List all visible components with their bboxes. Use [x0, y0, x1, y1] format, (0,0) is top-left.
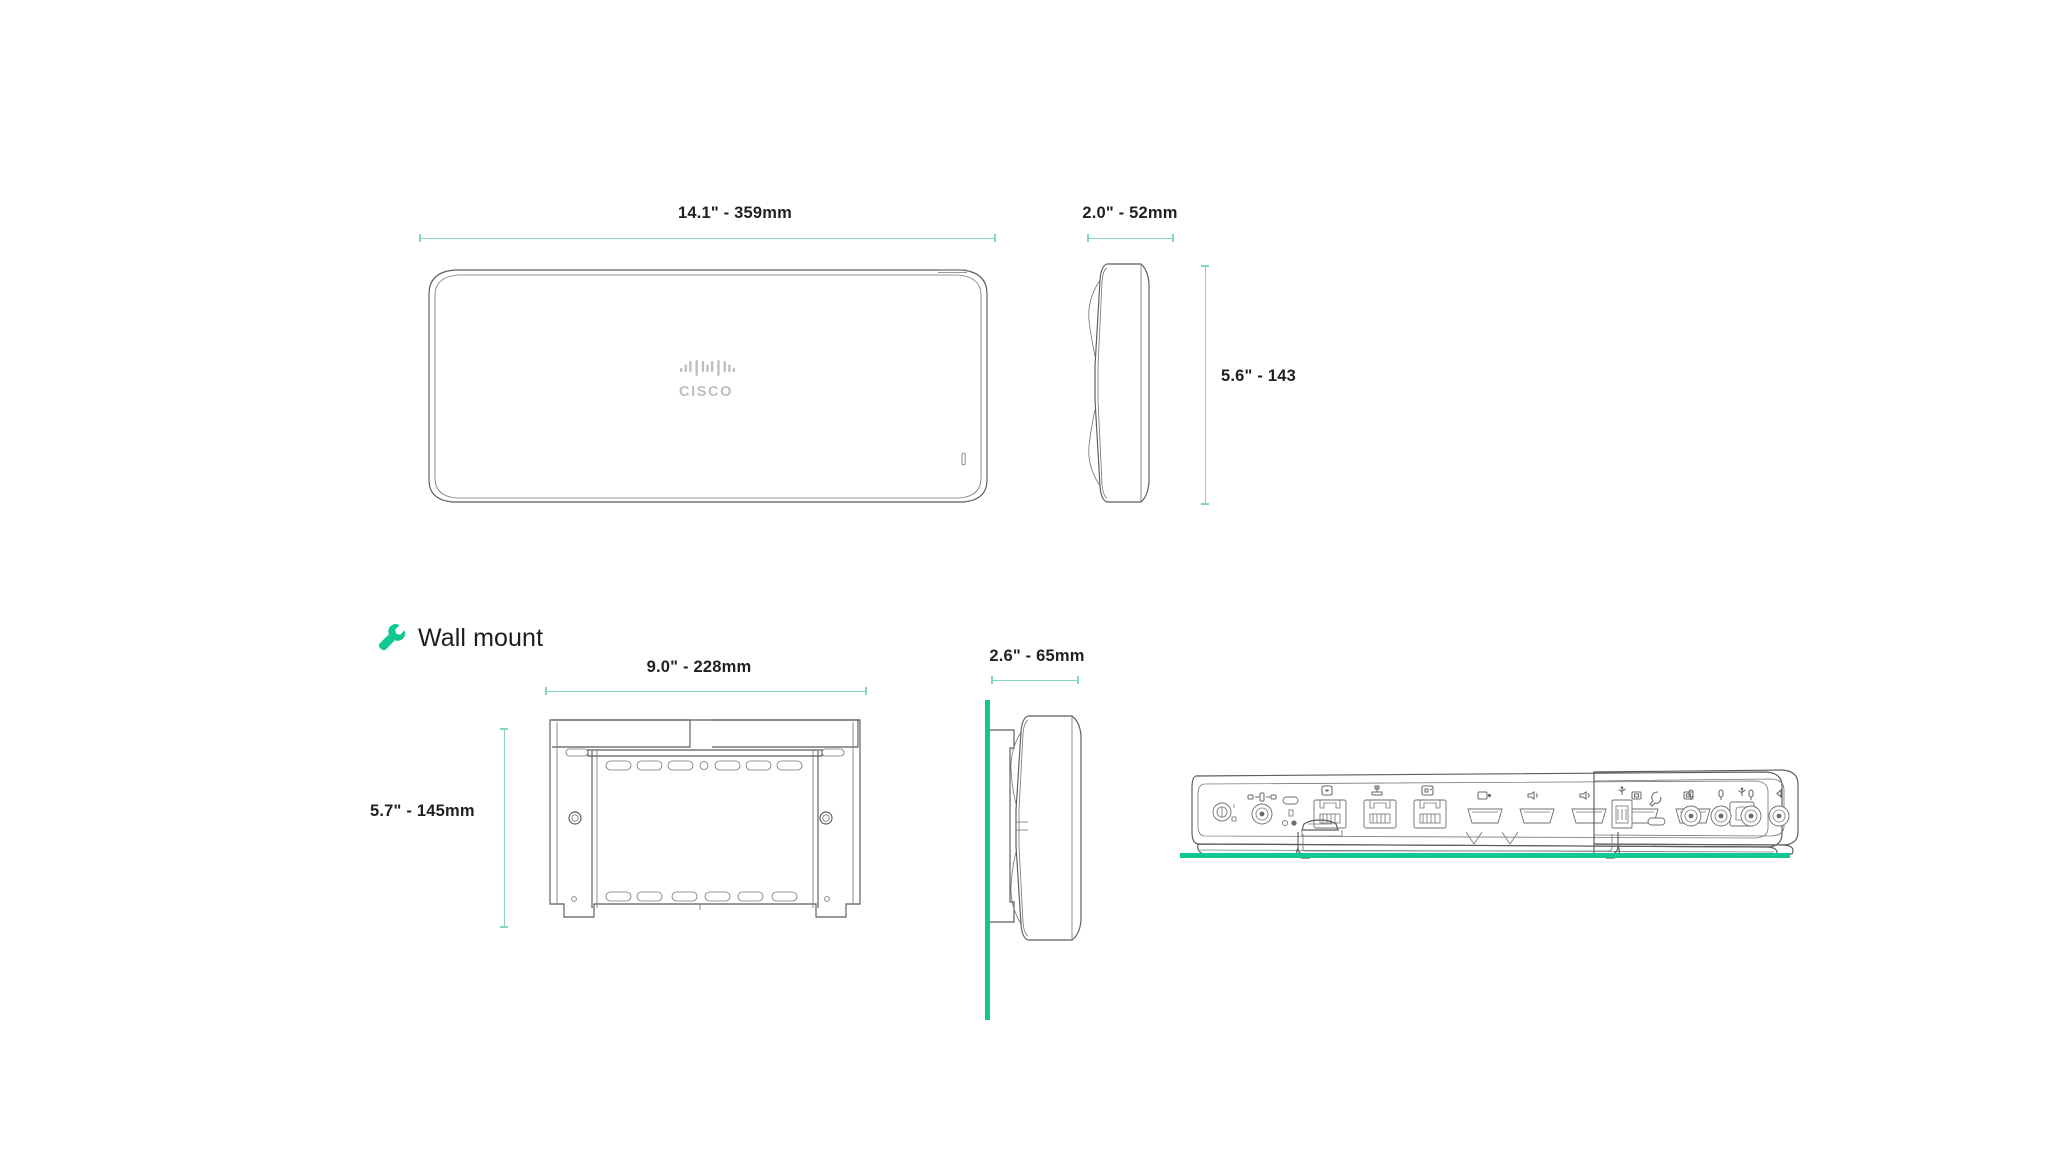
- wall-mount-side-view: [988, 700, 1098, 980]
- wall-mount-title: Wall mount: [418, 623, 544, 652]
- table-surface-line: [1180, 853, 1790, 858]
- front-width-dimension-label: 14.1" - 359mm: [677, 204, 793, 222]
- mic-in-1: [1680, 789, 1702, 827]
- io-connector-panel-right-segment: [1593, 762, 1814, 882]
- dimension-cap-left: [545, 687, 547, 695]
- dimension-bar: [503, 728, 506, 928]
- dimension-cap-bottom: [500, 926, 508, 928]
- side-height-dimension-label: 5.6" - 143: [1221, 367, 1296, 385]
- dimension-cap-right: [865, 687, 867, 695]
- wallmount-depth-dimension-line: [991, 676, 1079, 684]
- hdmi-in-1: [1467, 791, 1503, 824]
- service-port: [1647, 791, 1666, 826]
- bracket-width-dimension-label: 9.0" - 228mm: [646, 658, 752, 676]
- wallmount-depth-dimension-label: 2.6" - 65mm: [989, 647, 1085, 665]
- dc-power-jack-port: [1247, 792, 1277, 825]
- dimension-bar: [419, 237, 996, 240]
- hdmi-in-2: [1519, 791, 1555, 824]
- side-view: [1082, 258, 1182, 508]
- hdmi-in-3: [1571, 791, 1607, 824]
- power-switch-port: [1212, 802, 1237, 822]
- dimension-bar: [1087, 237, 1174, 240]
- dimension-cap-right: [1077, 676, 1079, 684]
- dimension-cap-bottom: [1201, 503, 1209, 505]
- table-stand-view: [1290, 814, 1630, 880]
- dimension-bar: [1204, 265, 1207, 505]
- lan-port-2: [1363, 785, 1397, 829]
- dimension-cap-left: [991, 676, 993, 684]
- dimension-cap-top: [1201, 265, 1209, 267]
- line-out-port: [1768, 788, 1790, 827]
- wrench-icon: [378, 623, 406, 653]
- front-view: CISCO: [415, 258, 1001, 508]
- wall-mount-bracket-view: [540, 712, 870, 932]
- mic-in-2: [1710, 789, 1732, 827]
- usb-a-port: [1611, 786, 1633, 829]
- front-width-dimension-line: [419, 234, 996, 242]
- kensington-lock-port: [1281, 796, 1299, 827]
- side-height-dimension-line: [1201, 265, 1209, 505]
- bracket-height-dimension-line: [500, 728, 508, 928]
- wall-mount-section-heading: Wall mount: [378, 623, 543, 653]
- dimension-cap-left: [1087, 234, 1089, 242]
- bracket-height-dimension-label: 5.7" - 145mm: [370, 802, 475, 820]
- lan-port-3: [1413, 785, 1447, 829]
- dimension-cap-top: [500, 728, 508, 730]
- dimension-bar: [545, 690, 867, 693]
- status-light-indicator: [961, 452, 966, 466]
- wall-surface-line: [985, 700, 990, 1020]
- side-depth-dimension-line: [1087, 234, 1174, 242]
- bracket-mount-hole-right: [819, 811, 833, 825]
- dimension-cap-right: [994, 234, 996, 242]
- cisco-wordmark: CISCO: [679, 384, 733, 400]
- mic-in-3: [1740, 789, 1762, 827]
- dimension-cap-left: [419, 234, 421, 242]
- dimension-cap-right: [1172, 234, 1174, 242]
- side-depth-dimension-label: 2.0" - 52mm: [1082, 204, 1178, 222]
- cisco-logo: [680, 360, 736, 376]
- dimension-bar: [991, 679, 1079, 682]
- bracket-mount-hole-left: [568, 811, 582, 825]
- bracket-width-dimension-line: [545, 687, 867, 695]
